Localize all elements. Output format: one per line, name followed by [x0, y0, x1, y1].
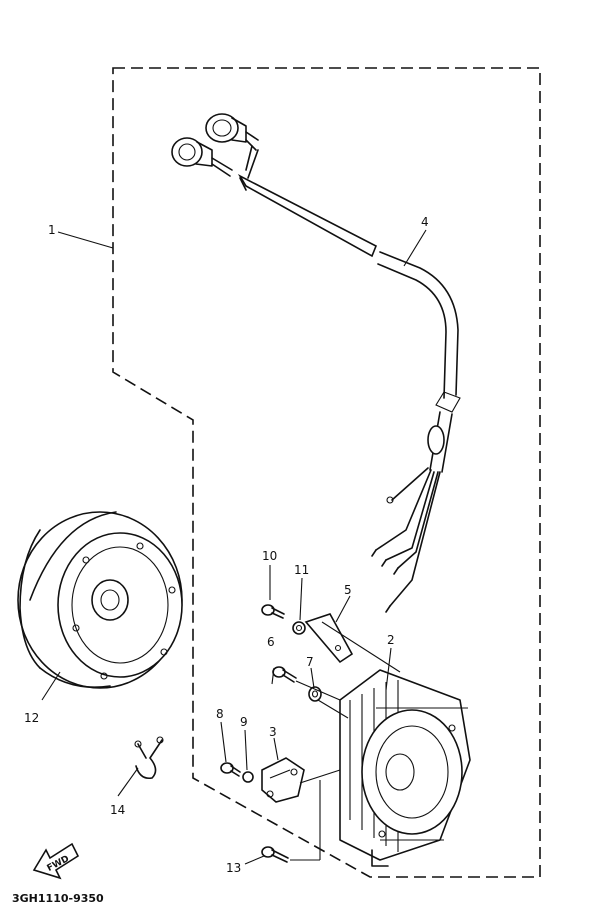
- part-label-11: 11: [294, 563, 309, 577]
- connector-upper: [205, 113, 259, 151]
- stator-assembly: [339, 669, 471, 867]
- retainer-plate: [304, 613, 354, 664]
- screw-13: [261, 846, 289, 863]
- part-label-1: 1: [48, 223, 56, 237]
- part-label-10: 10: [262, 549, 277, 563]
- part-label-8: 8: [216, 707, 224, 721]
- diagram-code: 3GH1110-9350: [12, 892, 104, 905]
- wire-clip: [134, 736, 164, 780]
- part-label-13: 13: [226, 861, 241, 875]
- part-label-12: 12: [24, 711, 39, 725]
- part-label-7: 7: [306, 655, 314, 669]
- part-label-4: 4: [421, 215, 429, 229]
- connector-lower: [171, 137, 233, 177]
- pickup-coil: [261, 757, 305, 803]
- part-label-14: 14: [110, 803, 125, 817]
- screw-6: [272, 666, 297, 683]
- washer-11: [292, 621, 306, 635]
- assembly-boundary: [112, 67, 541, 878]
- wire-harness: [171, 113, 461, 613]
- rotor-flywheel: [17, 511, 183, 689]
- part-label-5: 5: [344, 583, 352, 597]
- washer-9: [242, 771, 254, 783]
- screw-8: [220, 762, 241, 777]
- part-label-6: 6: [267, 635, 275, 649]
- part-label-9: 9: [240, 715, 248, 729]
- forward-arrow-icon: FWD: [32, 842, 80, 880]
- part-label-2: 2: [387, 633, 395, 647]
- screw-10: [261, 604, 285, 619]
- part-label-3: 3: [269, 725, 277, 739]
